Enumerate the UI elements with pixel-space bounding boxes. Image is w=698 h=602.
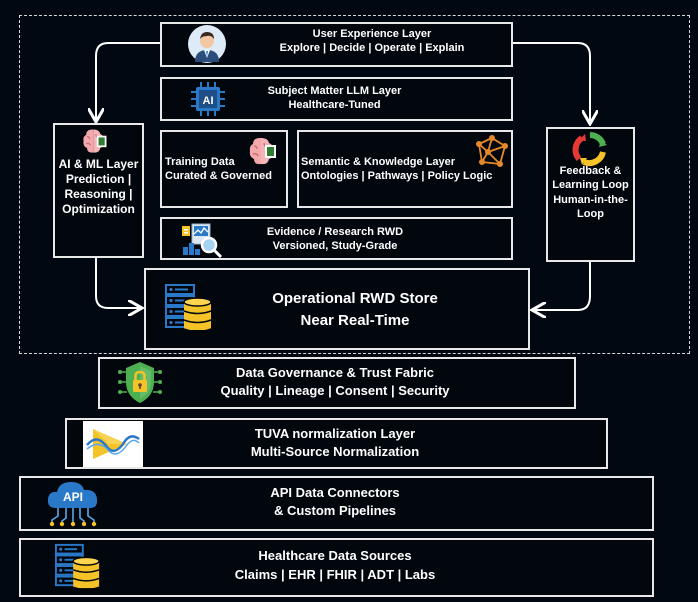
feedback-line1: Feedback & — [559, 165, 622, 177]
data-sources-label: Healthcare Data Sources Claims | EHR | F… — [215, 547, 455, 585]
ai-ml-line4: Optimization — [62, 202, 135, 216]
data-sources-subtitle: Claims | EHR | FHIR | ADT | Labs — [234, 566, 436, 582]
ai-ml-line2: Prediction | — [65, 172, 132, 186]
feedback-line4: Loop — [577, 207, 604, 220]
api-connectors-label: API Data Connectors & Custom Pipelines — [230, 484, 440, 520]
tuva-logo-icon — [83, 421, 143, 472]
evidence-layer-box — [160, 217, 513, 260]
semantic-layer-label: Semantic & Knowledge Layer Ontologies | … — [301, 155, 501, 184]
api-cloud-icon: API — [44, 478, 102, 533]
server-database-icon — [54, 542, 102, 595]
semantic-layer-title: Semantic & Knowledge Layer — [301, 156, 456, 168]
network-graph-icon — [474, 134, 510, 175]
ux-layer-label: User Experience Layer Explore | Decide |… — [232, 27, 512, 56]
research-magnifier-icon — [181, 221, 223, 264]
feedback-line3: Human-in-the- — [553, 193, 628, 206]
llm-layer-title: Subject Matter LLM Layer — [267, 85, 402, 97]
llm-layer-label: Subject Matter LLM Layer Healthcare-Tune… — [232, 84, 437, 113]
user-avatar-icon — [187, 24, 227, 69]
governance-box — [98, 357, 576, 409]
training-data-line2: Curated & Governed — [165, 170, 272, 183]
training-data-line1: Training Data — [165, 156, 235, 168]
arrow-ux-to-feedback — [512, 42, 590, 122]
feedback-loop-box — [546, 127, 635, 262]
governance-subtitle: Quality | Lineage | Consent | Security — [220, 383, 450, 399]
brain-chip-icon — [248, 134, 278, 173]
svg-text:API: API — [63, 490, 83, 504]
governance-label: Data Governance & Trust Fabric Quality |… — [190, 364, 480, 400]
server-database-icon — [164, 282, 214, 337]
svg-text:AI: AI — [203, 95, 214, 107]
tuva-title: TUVA normalization Layer — [254, 426, 416, 441]
operational-store-label: Operational RWD Store Near Real-Time — [225, 288, 485, 332]
governance-title: Data Governance & Trust Fabric — [236, 365, 434, 380]
evidence-layer-subtitle: Versioned, Study-Grade — [272, 240, 398, 253]
arrow-aiml-to-store — [95, 258, 140, 308]
tuva-subtitle: Multi-Source Normalization — [250, 444, 420, 460]
tuva-box — [65, 418, 608, 469]
ux-layer-subtitle: Explore | Decide | Operate | Explain — [279, 42, 465, 55]
api-connectors-subtitle: & Custom Pipelines — [273, 503, 397, 519]
ux-layer-title: User Experience Layer — [312, 28, 432, 40]
data-sources-title: Healthcare Data Sources — [258, 548, 412, 563]
api-connectors-box — [19, 476, 654, 531]
feedback-line2: Learning Loop — [552, 179, 629, 192]
ai-ml-layer-label: AI & ML Layer Prediction | Reasoning | O… — [54, 157, 143, 217]
llm-layer-subtitle: Healthcare-Tuned — [288, 99, 381, 112]
security-shield-icon — [117, 360, 163, 411]
data-sources-box — [19, 538, 654, 597]
api-connectors-title: API Data Connectors — [270, 485, 400, 500]
arrow-feedback-to-store — [534, 262, 591, 310]
ai-ml-line3: Reasoning | — [64, 187, 133, 201]
core-platform-boundary — [19, 15, 690, 354]
ai-chip-icon: AI — [189, 80, 227, 123]
tuva-label: TUVA normalization Layer Multi-Source No… — [200, 425, 470, 461]
training-data-label: Training Data Curated & Governed — [162, 155, 280, 184]
operational-store-subtitle: Near Real-Time — [300, 311, 410, 329]
feedback-loop-label: Feedback & Learning Loop Human-in-the- L… — [547, 164, 634, 221]
recycle-loop-icon — [572, 131, 608, 172]
evidence-layer-label: Evidence / Research RWD Versioned, Study… — [240, 225, 430, 254]
evidence-layer-title: Evidence / Research RWD — [266, 226, 404, 238]
operational-store-title: Operational RWD Store — [272, 290, 438, 307]
ai-ml-line1: AI & ML Layer — [58, 157, 139, 171]
arrow-ux-to-aiml — [96, 42, 160, 120]
brain-chip-icon — [80, 126, 110, 161]
semantic-layer-subtitle: Ontologies | Pathways | Policy Logic — [301, 170, 493, 183]
